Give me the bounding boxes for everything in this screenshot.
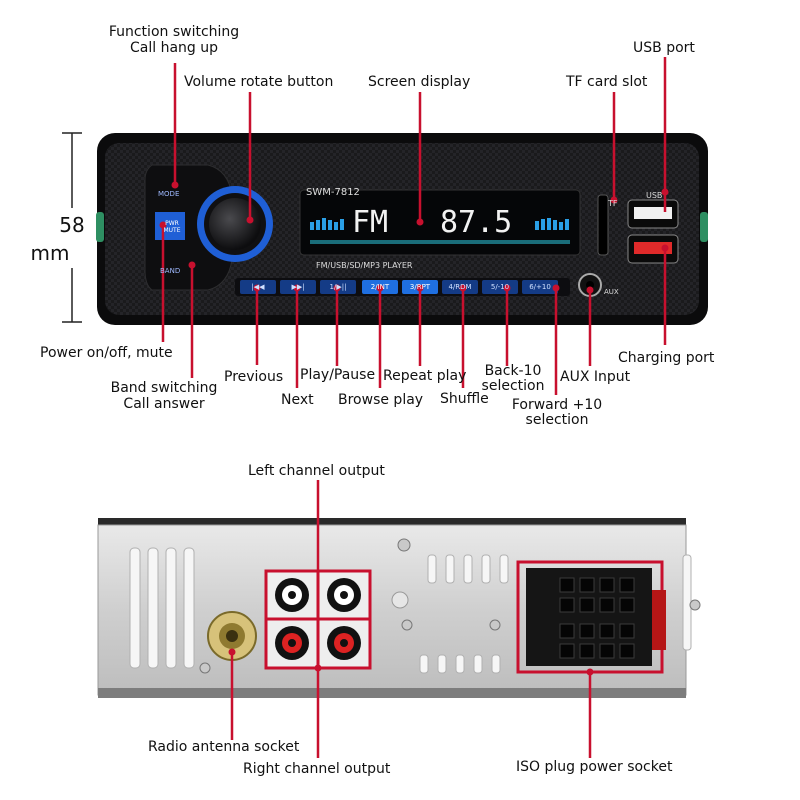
aux-label: AUX — [604, 288, 619, 296]
band-button-label[interactable]: BAND — [160, 267, 181, 275]
volume-knob[interactable] — [209, 198, 261, 250]
label-usb-port: USB port — [633, 40, 695, 56]
label-antenna: Radio antenna socket — [148, 739, 300, 755]
button-back10[interactable]: 5/-10 — [490, 283, 510, 291]
label-tf-slot: TF card slot — [566, 74, 648, 90]
label-right-channel: Right channel output — [243, 761, 391, 777]
display-frequency: 87.5 — [440, 205, 513, 240]
player-text: FM/USB/SD/MP3 PLAYER — [316, 261, 413, 270]
screen-display — [299, 189, 581, 256]
usb-port[interactable] — [634, 207, 672, 219]
tf-label: TF — [608, 199, 618, 208]
label-browse: Browse play — [338, 392, 424, 408]
label-play-pause: Play/Pause — [300, 367, 376, 383]
button-play-pause[interactable]: 1/▶|| — [329, 283, 347, 291]
label-iso: ISO plug power socket — [516, 759, 673, 775]
label-volume: Volume rotate button — [184, 74, 334, 90]
pwr-mute-button-label[interactable]: PWR MUTE — [163, 220, 181, 234]
control-panel-left — [144, 164, 273, 291]
dimension-unit: mm — [30, 241, 70, 265]
button-next[interactable]: ▶▶| — [291, 283, 305, 291]
label-aux: AUX Input — [560, 369, 631, 385]
button-browse[interactable]: 2/INT — [370, 283, 390, 291]
label-screen: Screen display — [368, 74, 471, 90]
button-repeat[interactable]: 3/RPT — [409, 283, 431, 291]
label-left-channel: Left channel output — [248, 463, 385, 479]
label-next: Next — [281, 392, 314, 408]
dimension-bracket — [62, 132, 82, 323]
label-shuffle: Shuffle — [440, 391, 489, 407]
charging-port[interactable] — [634, 242, 672, 254]
label-charging: Charging port — [618, 350, 715, 366]
display-band: FM — [352, 205, 389, 240]
iso-socket[interactable] — [516, 560, 666, 674]
rca-sockets — [264, 569, 372, 670]
label-power: Power on/off, mute — [40, 345, 173, 361]
tf-slot[interactable] — [597, 194, 609, 256]
label-repeat: Repeat play — [383, 368, 467, 384]
model-text: SWM-7812 — [306, 187, 360, 198]
dimension-value: 58 — [59, 213, 85, 237]
button-previous[interactable]: |◀◀ — [251, 283, 265, 291]
button-forward10[interactable]: 6/+10 — [529, 283, 551, 291]
leader-lines — [161, 57, 667, 758]
button-shuffle[interactable]: 4/RDM — [448, 283, 472, 291]
label-previous: Previous — [224, 369, 284, 385]
mode-button-label[interactable]: MODE — [158, 190, 180, 198]
front-button-row: |◀◀ ▶▶| 1/▶|| 2/INT 3/RPT 4/RDM 5/-10 6/… — [240, 280, 560, 294]
usb-label: USB — [646, 191, 663, 200]
